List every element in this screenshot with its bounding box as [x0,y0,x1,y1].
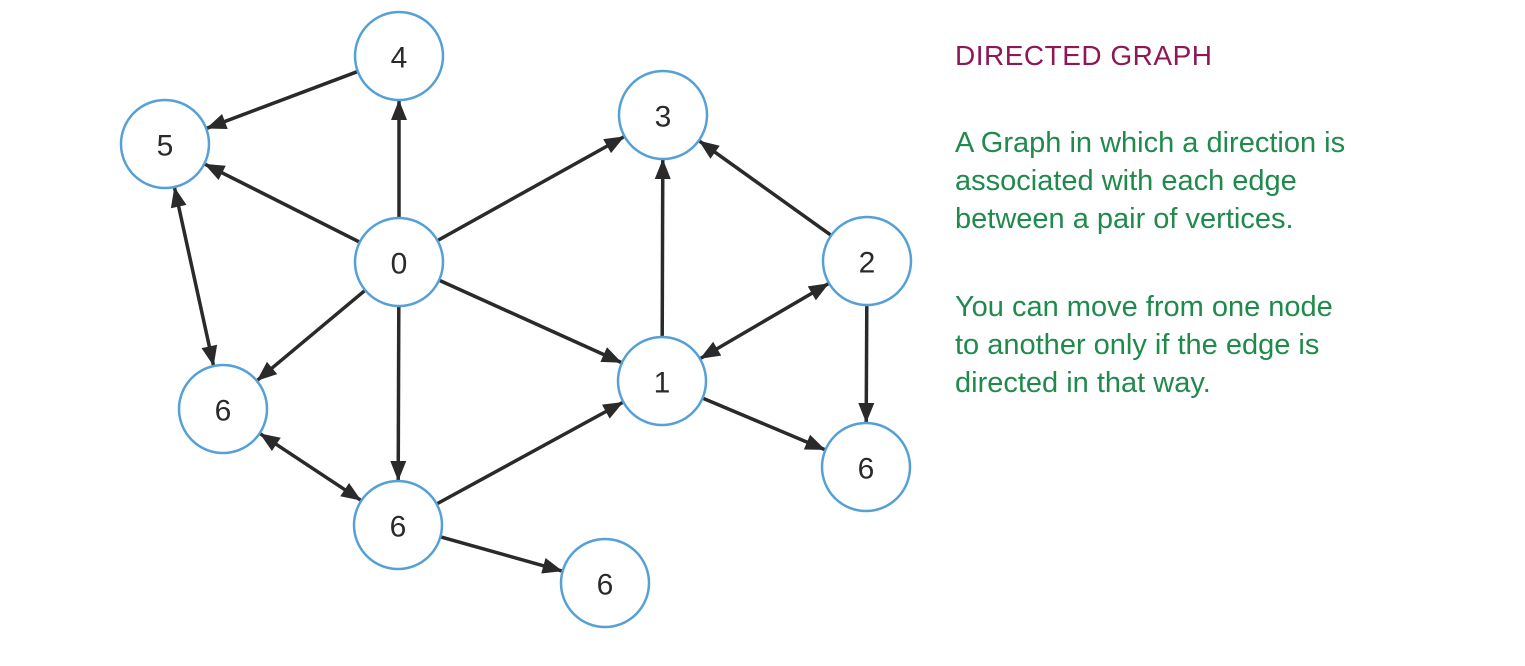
graph-node-label-n6d: 6 [858,453,875,486]
graph-node-label-n3: 3 [655,101,672,134]
directed-graph-canvas: 4 5 3 0 2 1 6 6 6 6 [119,10,913,629]
graph-node-n1 [616,335,708,427]
definition-line: associated with each edge [955,165,1297,197]
graph-edge-n0-n1 [439,279,622,364]
graph-node-n2 [821,215,913,307]
movement-rule-line: to another only if the edge is [955,329,1320,361]
graph-edge-n0-n6a [256,289,366,382]
movement-rule-paragraph: You can move from one node to another on… [955,288,1333,402]
graph-node-n5 [119,98,211,190]
graph-edge-n0-n3 [437,135,625,242]
graph-edge-n6a-n6b [259,432,362,502]
graph-edge-n0-n5 [204,162,360,244]
graph-edge-n6b-n1 [436,400,624,506]
graph-node-label-n6c: 6 [597,569,614,602]
graph-edge-n1-n3 [654,159,671,337]
graph-edge-n6b-n6c [440,535,563,574]
graph-node-n6d [820,421,912,513]
graph-edge-n1-n2 [699,282,830,360]
graph-node-label-n0: 0 [391,248,408,281]
graph-edge-n2-n6d [858,305,875,423]
graph-node-label-n6a: 6 [215,395,232,428]
graph-edge-n4-n5 [206,70,358,130]
movement-rule-line: directed in that way. [955,367,1211,399]
graph-node-n0 [353,216,445,308]
graph-node-n4 [353,10,445,102]
graph-node-label-n1: 1 [654,367,671,400]
movement-rule-line: You can move from one node [955,291,1333,323]
graph-node-n6c [559,537,651,629]
graph-node-label-n2: 2 [859,247,876,280]
graph-node-label-n4: 4 [391,42,408,75]
graph-node-label-n6b: 6 [390,511,407,544]
graph-node-n6a [177,363,269,455]
graph-edge-n0-n6b [390,306,407,481]
graph-edge-n1-n6d [702,396,826,452]
definition-line: between a pair of vertices. [955,203,1294,235]
graph-node-n6b [352,479,444,571]
page-title: DIRECTED GRAPH [955,40,1213,71]
graph-node-label-n5: 5 [157,130,174,163]
definition-paragraph: A Graph in which a direction is associat… [955,124,1345,238]
graph-node-n3 [617,69,709,161]
graph-edge-n5-n6a [170,187,218,366]
definition-line: A Graph in which a direction is [955,127,1346,159]
graph-edge-n2-n3 [698,139,832,237]
